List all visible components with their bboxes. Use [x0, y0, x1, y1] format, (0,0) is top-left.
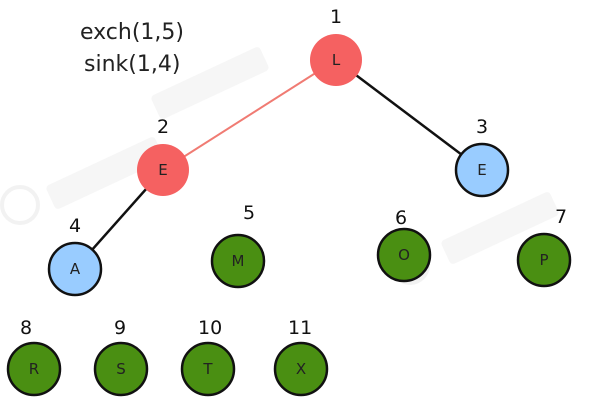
node-index: 1	[330, 6, 342, 28]
node-circle	[376, 227, 432, 283]
node-label: E	[477, 161, 486, 179]
node-circle	[454, 142, 510, 198]
node-circle	[137, 144, 189, 196]
node-index: 2	[157, 116, 169, 138]
node-circle	[47, 241, 103, 297]
heap-node-2: E2	[137, 116, 189, 196]
node-circle	[273, 341, 329, 397]
node-label: M	[232, 252, 245, 270]
node-circle	[93, 341, 149, 397]
node-label: E	[158, 161, 167, 179]
heap-node-6: O6	[376, 207, 432, 283]
node-circle	[310, 34, 362, 86]
heap-node-1: L1	[310, 6, 362, 86]
watermark	[0, 47, 559, 285]
node-circle	[6, 341, 62, 397]
heap-node-8: R8	[6, 317, 62, 397]
node-circle	[516, 232, 572, 288]
node-index: 11	[288, 317, 312, 339]
edge-1-3	[335, 59, 483, 171]
caption-line-2: sink(1,4)	[84, 52, 180, 77]
heap-node-7: P7	[516, 206, 572, 288]
node-index: 3	[476, 116, 488, 138]
node-label: P	[539, 251, 548, 269]
node-index: 9	[114, 317, 126, 339]
node-index: 5	[243, 202, 255, 224]
heap-node-9: S9	[93, 317, 149, 397]
heap-node-5: M5	[210, 202, 266, 289]
node-label: L	[332, 51, 341, 69]
heap-node-11: X 11	[273, 317, 329, 397]
node-circle	[180, 341, 236, 397]
node-label: A	[70, 260, 81, 278]
node-label: R	[29, 360, 39, 378]
node-label: X	[296, 360, 306, 378]
node-circle	[210, 233, 266, 289]
node-index: 10	[198, 317, 222, 339]
heap-node-10: T 10	[180, 317, 236, 397]
heap-node-4: A4	[47, 215, 103, 297]
node-index: 8	[20, 317, 32, 339]
edge-1-2	[162, 59, 337, 171]
node-index: 4	[69, 215, 81, 237]
node-index: 6	[395, 207, 407, 229]
node-label: T	[202, 360, 213, 378]
caption-line-1: exch(1,5)	[80, 20, 184, 45]
node-label: O	[398, 246, 410, 264]
heap-node-3: E3	[454, 116, 510, 198]
node-index: 7	[555, 206, 567, 228]
node-label: S	[116, 360, 126, 378]
